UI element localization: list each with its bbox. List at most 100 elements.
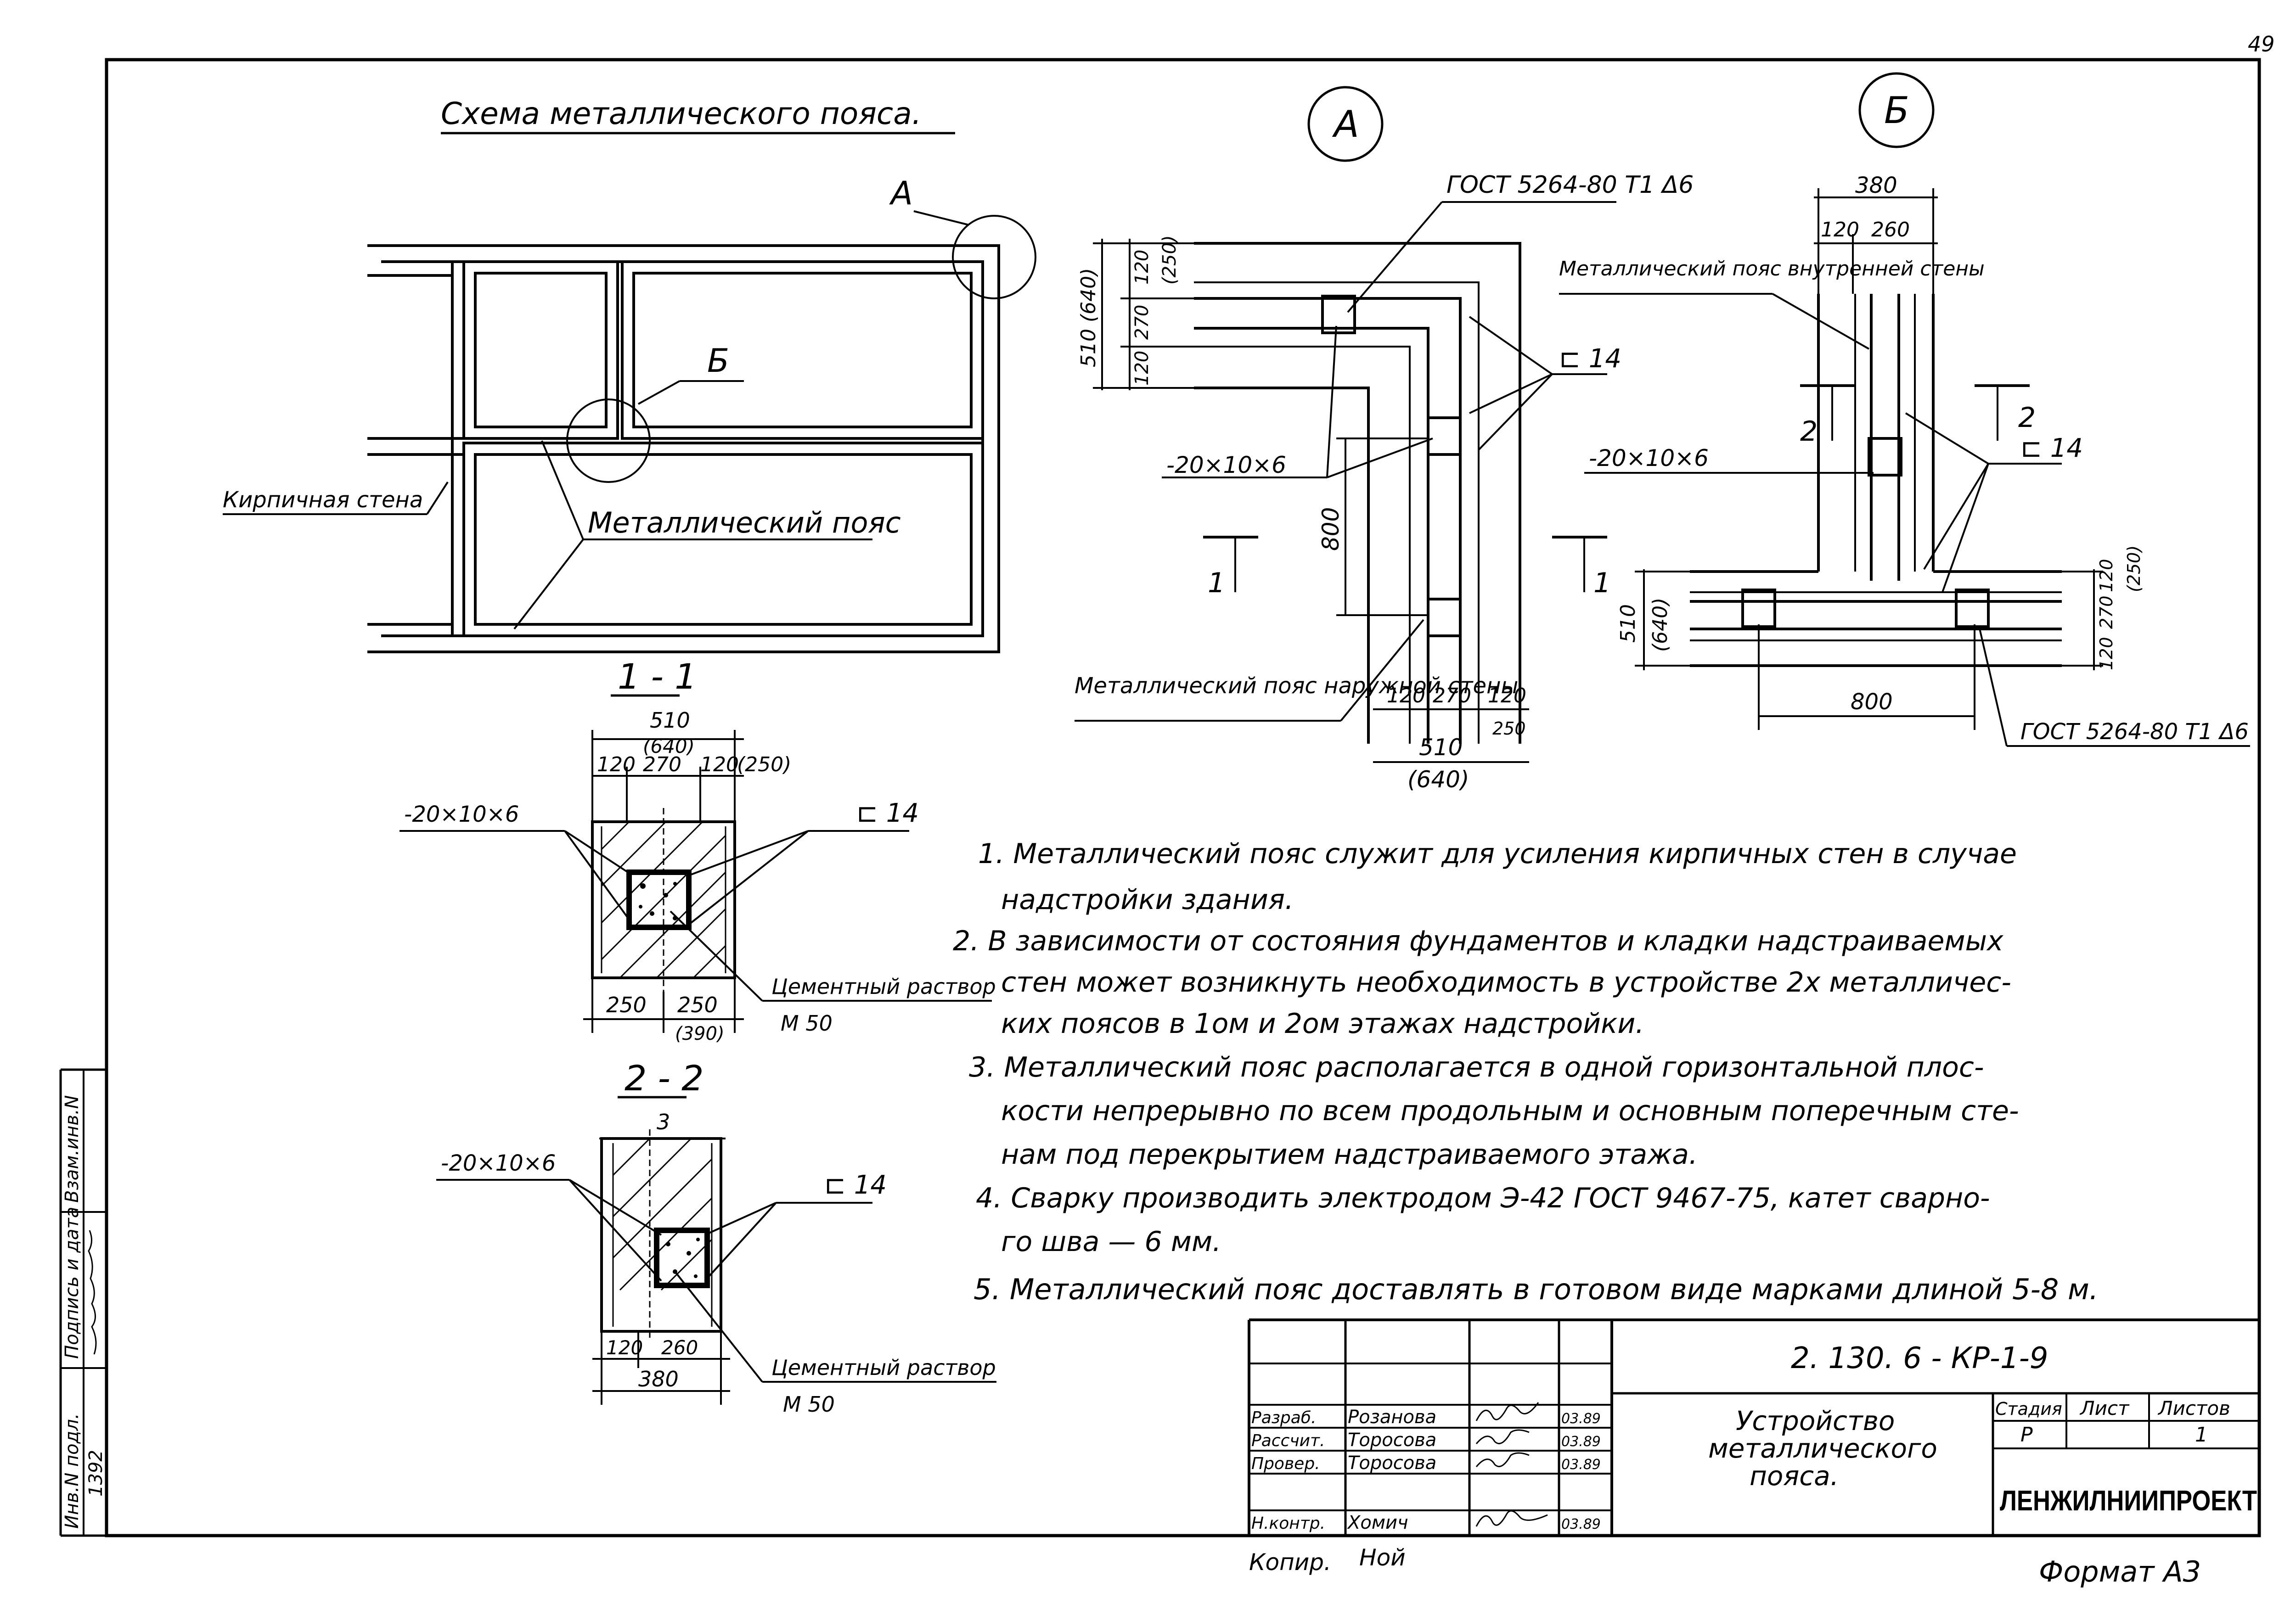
node-b-dim-left-2: (640) [1649,598,1672,652]
inv-orig-label: Инв.N подл. [62,1413,83,1529]
node-b-dim-top-3: 260 [1871,218,1910,241]
section-11-dim-4: 270 [643,753,681,776]
node-b-channel: ⊏ 14 [2020,433,2083,463]
sheets-value: 1 [2195,1423,2208,1447]
staff-name: Торосова [1348,1430,1436,1451]
node-b-plate: -20×10×6 [1589,445,1709,471]
node-a-dim-bottom-5: 510 [1419,734,1463,761]
node-a-gost: ГОСТ 5264-80 Т1 Δ6 [1446,171,1694,199]
inv-value: 1392 [85,1450,107,1497]
staff-date: 03.89 [1561,1457,1601,1473]
staff-role: Провер. [1251,1454,1320,1473]
section-22-dim-top: 3 [657,1110,670,1134]
section-11-dim-5: 120 [700,753,739,776]
node-a-dim-bottom-1: 120 [1387,684,1425,707]
section-11-dim-3: 120 [597,753,636,776]
node-a-dim-left-5: (250) [1159,235,1180,285]
node-a-dim-800: 800 [1317,507,1344,551]
section-22-dim-bottom-2: 260 [661,1336,698,1359]
note-line: кости непрерывно по всем продольным и ос… [1001,1095,2019,1127]
node-b-dim-top-1: 380 [1855,173,1897,198]
section-11-dim-bottom-3: (390) [675,1023,725,1044]
node-b-dim-right-2: 270 [2096,595,2116,629]
section-11-mortar: Цементный раствор [771,974,996,999]
note-line: стен может возникнуть необходимость в ус… [1001,966,2011,998]
section-22-channel: ⊏ 14 [824,1170,887,1200]
node-b-dim-top-2: 120 [1821,218,1859,241]
scheme-label-b: Б [707,342,729,380]
section-22-plate: -20×10×6 [441,1150,556,1176]
node-b-inner-belt: Металлический пояс внутренней стены [1559,257,1985,280]
copy-label: Копир. [1249,1549,1331,1576]
section-11-plate: -20×10×6 [404,802,519,827]
node-b-section-mark-1: 1 [1593,567,1611,599]
note-line: 2. В зависимости от состояния фундаменто… [953,925,2003,957]
node-a-dim-left-1: 510 (640) [1077,268,1100,367]
node-b-dim-right-4: (250) [2124,545,2144,592]
node-b-gost: ГОСТ 5264-80 Т1 Δ6 [2020,719,2249,745]
organization: ЛЕНЖИЛНИИПРОЕКТ [2000,1485,2257,1517]
node-b-section-mark-right: 2 [2018,402,2036,434]
node-a-dim-left-3: 270 [1131,305,1153,340]
note-line: надстройки здания. [1001,884,1294,916]
notes: 1. Металлический пояс служит для усилени… [953,838,2099,1306]
node-a: А ГОСТ 5264-80 Т1 Δ6 ⊏ 14 -20×10×6 800 [1075,86,1694,793]
staff-name: Хомич [1347,1512,1408,1533]
staff-date: 03.89 [1561,1411,1601,1427]
staff-name: Торосова [1348,1453,1436,1474]
node-b-marker: Б [1884,89,1909,132]
scheme-title: Схема металлического пояса. [441,96,922,131]
section-11-mortar-grade: М 50 [781,1011,833,1036]
inv-repl-label: Взам.инв.N [62,1095,83,1203]
metal-belt-label: Металлический пояс [588,506,901,539]
node-b-dim-right-3: 120 [2096,637,2116,670]
staff-date: 03.89 [1561,1516,1601,1532]
side-strip: Взам.инв.N Подпись и дата Инв.N подл. 13… [59,1068,107,1537]
node-a-dim-left-4: 120 [1131,250,1153,285]
note-line: ких поясов в 1ом и 2ом этажах надстройки… [1001,1008,1644,1040]
node-a-outer-belt: Металлический пояс наружной стены [1075,673,1518,699]
section-22-dim-bottom-3: 380 [638,1367,679,1391]
note-line: го шва — 6 мм. [1001,1226,1221,1258]
signature-mark [1475,1510,1548,1527]
note-line: 3. Металлический пояс располагается в од… [969,1051,1984,1083]
section-11-title: 1 - 1 [618,656,697,697]
signature-mark [1475,1452,1530,1467]
node-a-marker: А [1332,103,1359,146]
section-11-dim-1: 510 [650,708,690,733]
sheets-header: Листов [2157,1397,2230,1419]
drawing-code: 2. 130. 6 - КР-1-9 [1791,1341,2048,1375]
section-22-mortar: Цементный раствор [771,1355,996,1380]
node-a-dim-bottom-3: 120 [1488,684,1526,707]
sign-date-label: Подпись и дата [62,1207,83,1359]
node-a-dim-bottom-6: (640) [1407,766,1469,793]
note-line: 1. Металлический пояс служит для усилени… [978,838,2017,870]
section-11-dim-bottom-1: 250 [606,993,647,1017]
staff-role: Н.контр. [1251,1514,1325,1533]
sheet-header: Лист [2079,1397,2130,1419]
section-11-channel: ⊏ 14 [856,798,919,828]
drawing-title-3: пояса. [1750,1460,1839,1492]
signature-mark [1475,1402,1539,1421]
section-11-dim-bottom-2: 250 [677,993,718,1017]
section-22-title: 2 - 2 [625,1058,703,1099]
node-b-dim-left-1: 510 [1616,604,1640,643]
section-2-2: 2 - 2 3 120 260 380 -20×10×6 [436,1058,996,1417]
signature-mark [1475,1429,1530,1444]
title-block: 2. 130. 6 - КР-1-9 Устройство металличес… [1248,1318,2259,1536]
section-22-mortar-grade: М 50 [783,1392,835,1417]
node-b-dim-right-1: 120 [2096,559,2116,592]
section-11-dim-6: (250) [737,753,791,776]
staff-name: Розанова [1348,1407,1436,1428]
stage-header: Стадия [1995,1399,2062,1419]
drawing-title-1: Устройство [1736,1405,1895,1436]
drawing-title-2: металлического [1708,1433,1937,1464]
section-22-dim-bottom-1: 120 [606,1336,643,1359]
note-line: 5. Металлический пояс доставлять в готов… [974,1273,2099,1306]
node-b-dim-800: 800 [1851,689,1893,715]
copy-name: Ной [1359,1544,1406,1571]
brick-wall-label: Кирпичная стена [223,487,423,513]
belt-scheme: Схема металлического пояса. A Б Кирпична… [223,96,1036,653]
node-a-dim-bottom-2: 270 [1433,684,1471,707]
staff-role: Разраб. [1251,1408,1316,1427]
